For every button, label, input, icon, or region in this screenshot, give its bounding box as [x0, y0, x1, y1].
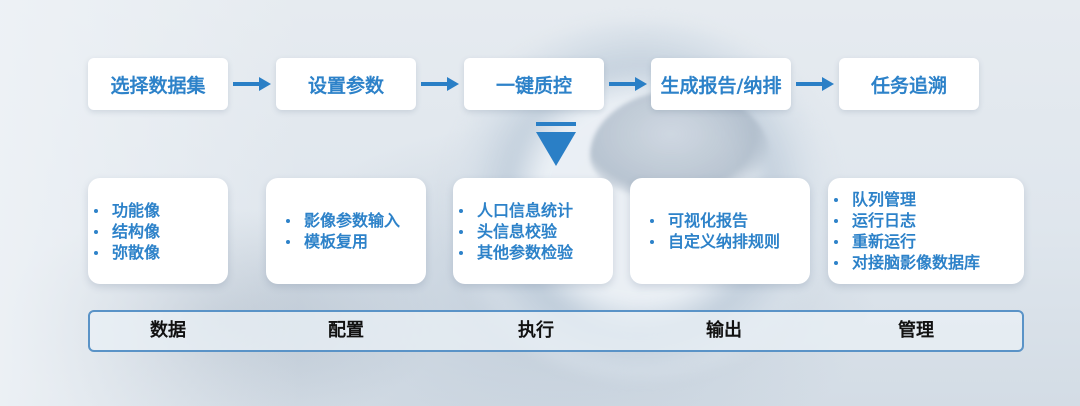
step-label: 生成报告/纳排 — [660, 74, 782, 97]
card-execute: 人口信息统计 头信息校验 其他参数检验 — [453, 178, 613, 284]
card-config: 影像参数输入 模板复用 — [266, 178, 426, 284]
step-label: 设置参数 — [307, 74, 384, 97]
list-item: 结构像 — [88, 221, 228, 242]
right-arrow-icon — [609, 76, 647, 92]
step-task-trace: 任务追溯 — [839, 58, 979, 110]
step-one-click-qc: 一键质控 — [464, 58, 604, 110]
card-output: 可视化报告 自定义纳排规则 — [630, 178, 810, 284]
card-data: 功能像 结构像 弥散像 — [88, 178, 228, 284]
list-item: 弥散像 — [88, 242, 228, 263]
right-arrow-icon — [421, 76, 459, 92]
list-item: 模板复用 — [280, 231, 426, 252]
card-manage: 队列管理 运行日志 重新运行 对接脑影像数据库 — [828, 178, 1024, 284]
phase-bar: 数据 配置 执行 输出 管理 — [88, 310, 1024, 352]
phase-label-output: 输出 — [706, 320, 742, 341]
list-item: 影像参数输入 — [280, 210, 426, 231]
list-item: 重新运行 — [828, 231, 1024, 252]
list-item: 功能像 — [88, 200, 228, 221]
list-item: 运行日志 — [828, 210, 1024, 231]
phase-label-execute: 执行 — [518, 320, 554, 341]
phase-label-config: 配置 — [328, 320, 364, 341]
list-item: 其他参数检验 — [453, 242, 613, 263]
step-label: 一键质控 — [495, 74, 572, 97]
down-triangle-icon — [534, 122, 578, 172]
right-arrow-icon — [233, 76, 271, 92]
step-label: 任务追溯 — [870, 74, 947, 97]
list-item: 人口信息统计 — [453, 200, 613, 221]
phase-label-data: 数据 — [150, 320, 186, 341]
list-item: 可视化报告 — [644, 210, 810, 231]
list-item: 对接脑影像数据库 — [828, 252, 1024, 273]
list-item: 队列管理 — [828, 189, 1024, 210]
list-item: 头信息校验 — [453, 221, 613, 242]
phase-label-manage: 管理 — [898, 320, 934, 341]
list-item: 自定义纳排规则 — [644, 231, 810, 252]
step-select-dataset: 选择数据集 — [88, 58, 228, 110]
step-generate-report: 生成报告/纳排 — [651, 58, 791, 110]
step-label: 选择数据集 — [110, 74, 206, 97]
right-arrow-icon — [796, 76, 834, 92]
step-set-parameters: 设置参数 — [276, 58, 416, 110]
